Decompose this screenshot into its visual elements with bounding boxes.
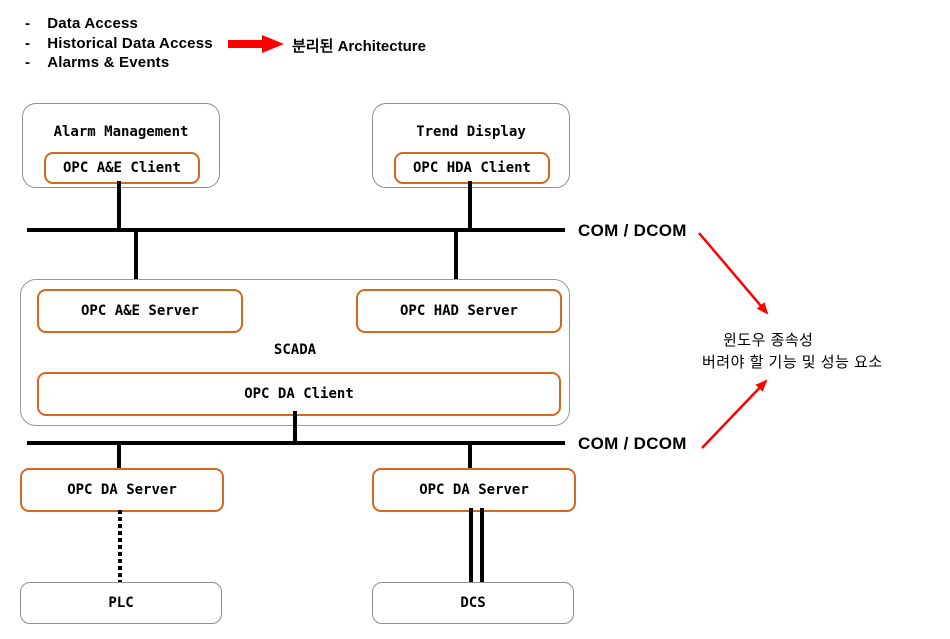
opc-ae-server-box: OPC A&E Server [37, 289, 243, 333]
connector-bus-to-da-server-right [468, 445, 472, 468]
feature-item-alarms-events: - Alarms & Events [25, 53, 213, 73]
separated-architecture-label: 분리된 Architecture [292, 38, 426, 55]
double-link-to-dcs-right [480, 508, 484, 582]
scada-title: SCADA [273, 342, 317, 358]
dcs-box: DCS [372, 582, 574, 624]
feature-label: Alarms & Events [47, 54, 170, 71]
plc-box: PLC [20, 582, 222, 624]
connector-bus-to-had-server [454, 230, 458, 288]
annotation-windows-dependency: 윈도우 종속성 [723, 332, 814, 349]
opc-hda-client-box: OPC HDA Client [394, 152, 550, 184]
connector-bus-to-da-server-left [117, 445, 121, 468]
opc-da-server-right-box: OPC DA Server [372, 468, 576, 512]
connector-alarm-to-bus [117, 181, 121, 228]
trend-display-node: Trend Display OPC HDA Client [372, 103, 570, 188]
arrow-down-right-icon [698, 232, 769, 315]
connector-bus-to-ae-server [134, 230, 138, 288]
opc-da-client-box: OPC DA Client [37, 372, 561, 416]
feature-item-historical-data-access: - Historical Data Access [25, 34, 213, 54]
opc-da-server-left-box: OPC DA Server [20, 468, 224, 512]
annotation-discard-features: 버려야 할 기능 및 성능 요소 [702, 354, 883, 371]
opc-had-server-box: OPC HAD Server [356, 289, 562, 333]
bullet-dash: - [25, 34, 31, 52]
opc-ae-client-box: OPC A&E Client [44, 152, 200, 184]
feature-list: - Data Access - Historical Data Access -… [25, 14, 213, 73]
arrow-up-right-icon [701, 379, 768, 449]
bullet-dash: - [25, 15, 31, 32]
scada-node: OPC A&E Server OPC HAD Server SCADA OPC … [20, 279, 570, 426]
com-dcom-bus-bottom [27, 441, 565, 445]
connector-scada-to-bus [293, 411, 297, 443]
trend-display-title: Trend Display [416, 124, 526, 140]
com-dcom-label-bottom: COM / DCOM [578, 434, 687, 453]
connector-trend-to-bus [468, 181, 472, 228]
com-dcom-label-top: COM / DCOM [578, 221, 687, 240]
double-link-to-dcs-left [469, 508, 473, 582]
dotted-link-to-plc [118, 510, 122, 582]
alarm-management-title: Alarm Management [53, 124, 189, 140]
feature-label: Historical Data Access [47, 34, 213, 52]
com-dcom-bus-top [27, 228, 565, 232]
feature-label: Data Access [47, 15, 139, 32]
feature-item-data-access: - Data Access [25, 14, 213, 34]
block-arrow-icon [228, 35, 284, 53]
bullet-dash: - [25, 54, 31, 71]
alarm-management-node: Alarm Management OPC A&E Client [22, 103, 220, 188]
